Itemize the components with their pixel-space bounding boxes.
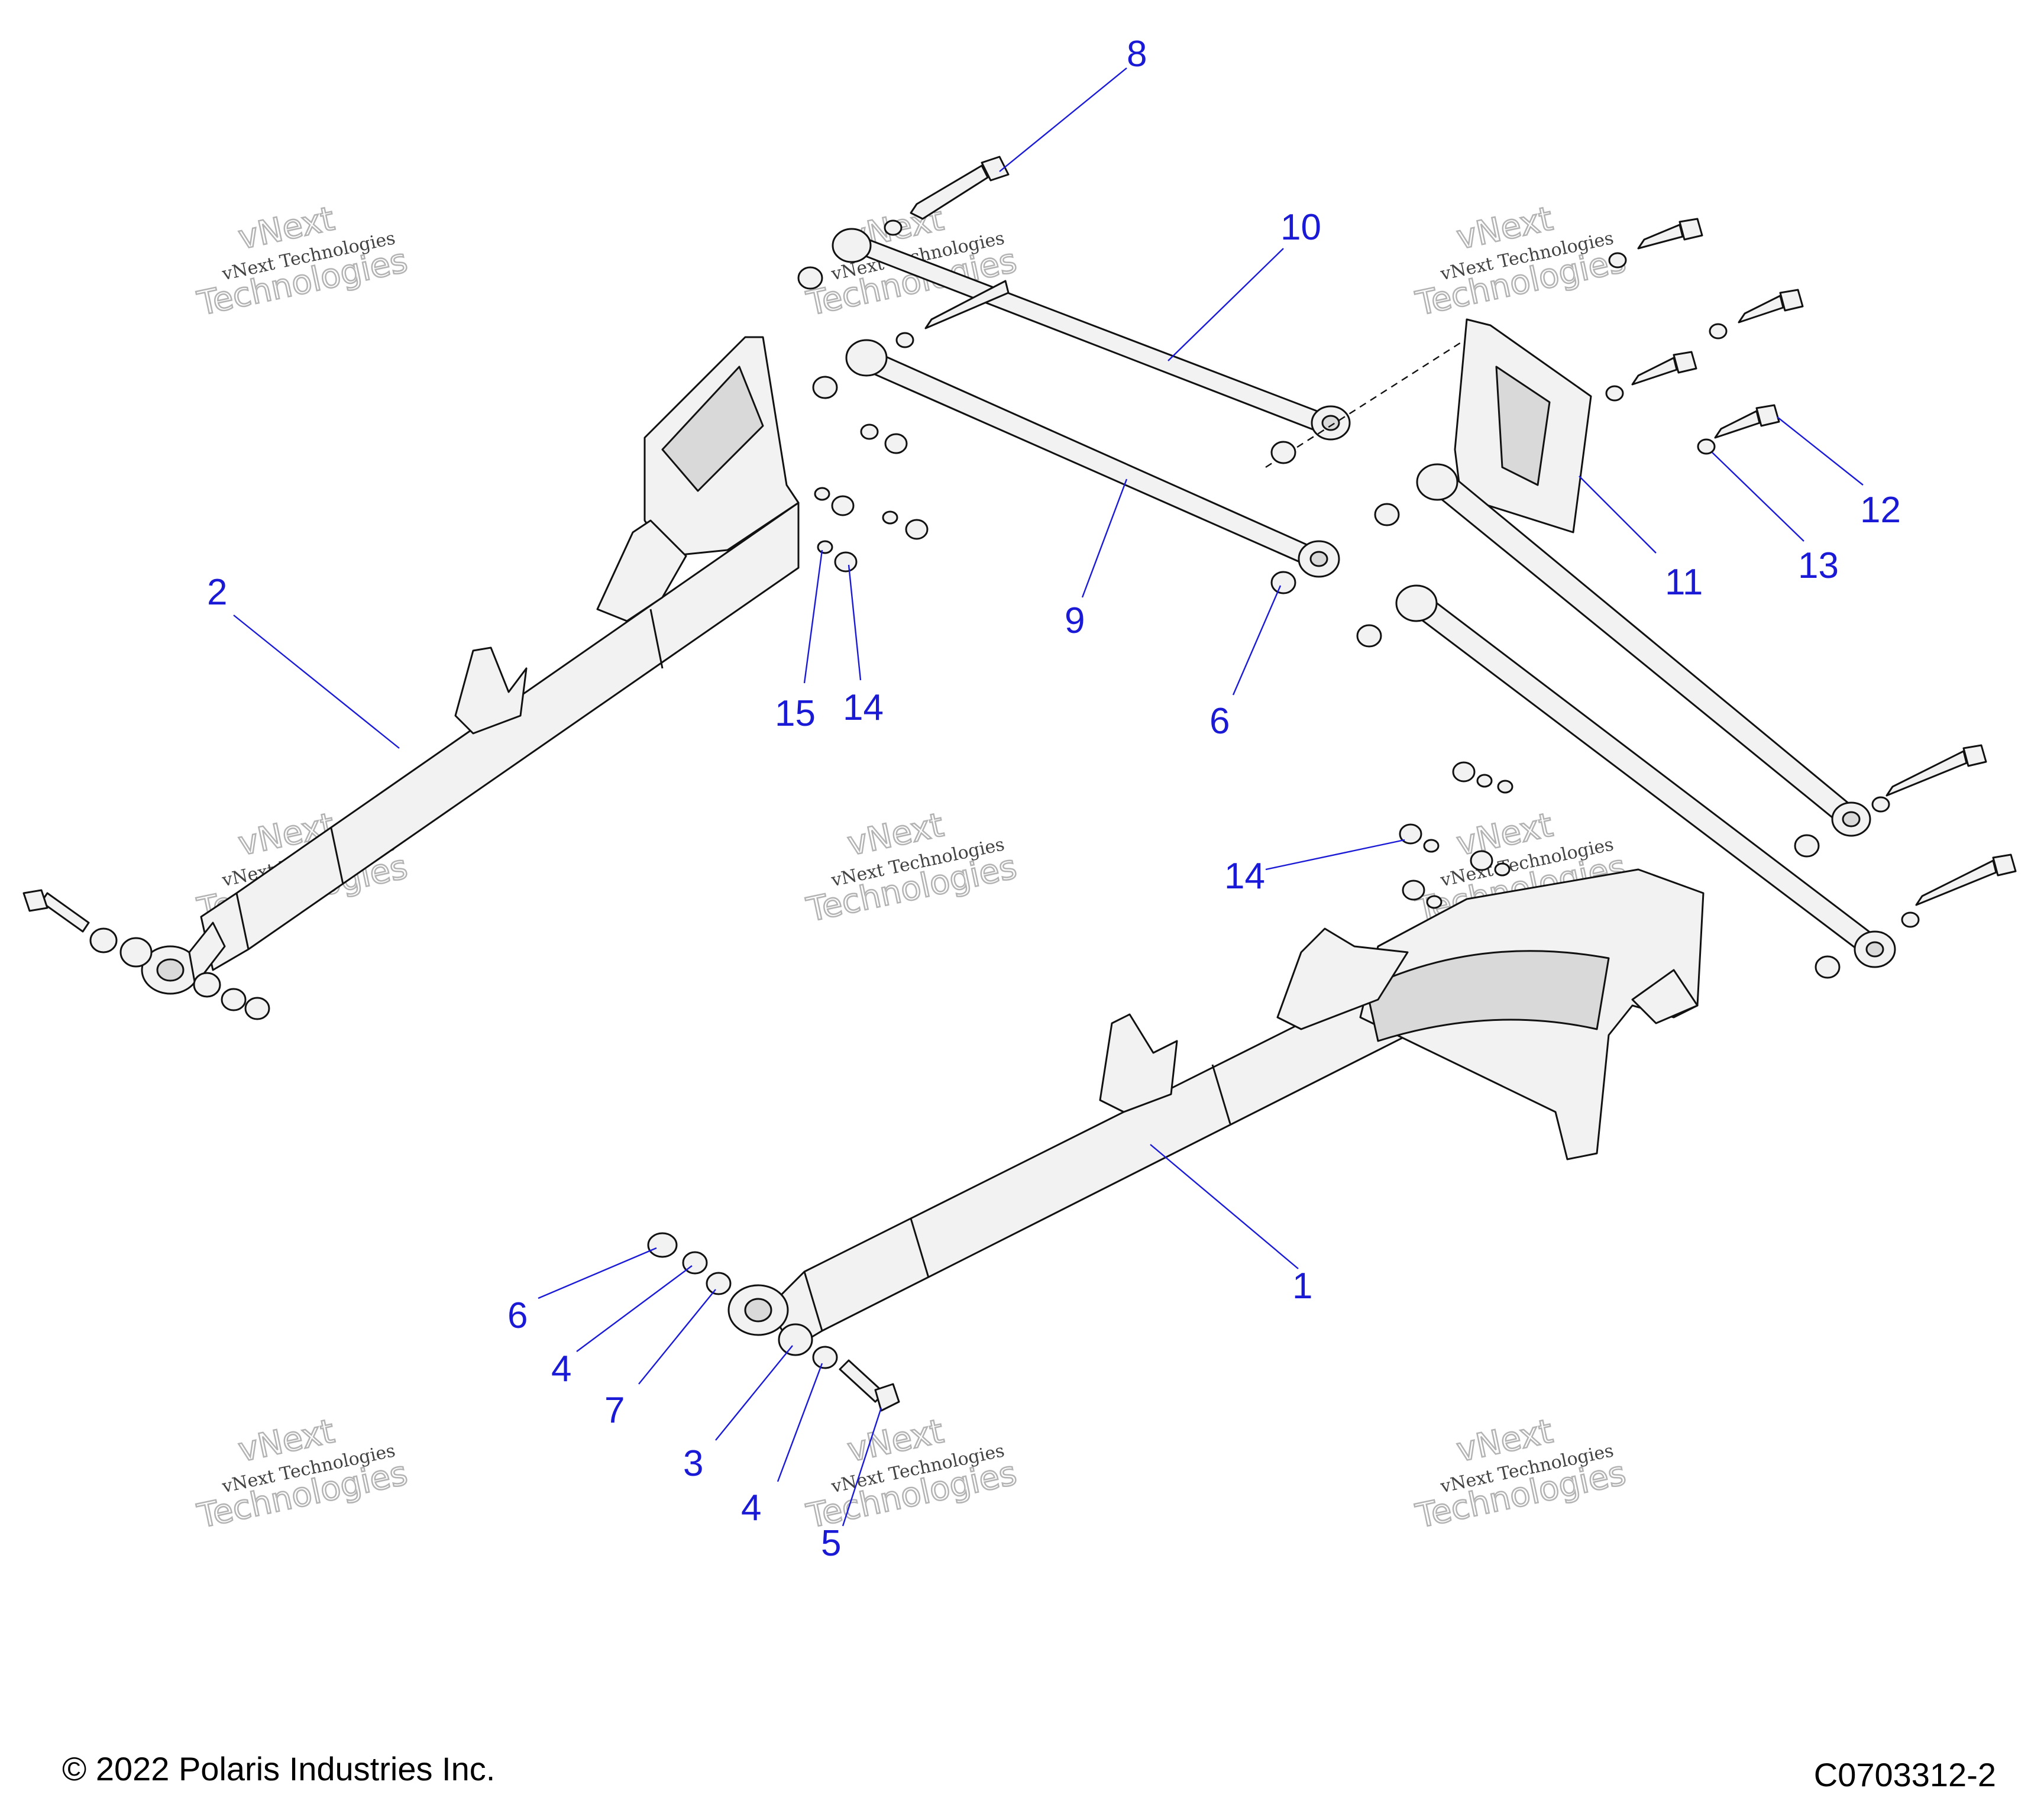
callout-13: 13 [1798,545,1839,586]
leader-lines [233,67,1864,1527]
callout-15: 15 [775,693,816,734]
radius-rod-9 [845,339,1340,578]
lower-link-upper [1416,463,1871,837]
watermark: vNext vNext Technologies Technologies [803,1411,1021,1537]
radius-rod-10 [832,228,1351,441]
callout-9: 9 [1065,600,1085,641]
assembly-line [1265,330,1479,468]
callout-3: 3 [683,1443,703,1484]
bolt-right-2 [1738,289,1804,324]
callout-4: 4 [741,1488,761,1528]
trailing-arm-right [727,868,1705,1350]
bolt-lower-1 [1885,744,1987,797]
callout-6: 6 [507,1295,528,1336]
bolt-right-1 [1637,218,1703,250]
callout-7: 7 [604,1390,625,1431]
bolt-5 [839,1359,900,1412]
callout-14: 14 [1224,856,1265,897]
bolt-8 [910,156,1010,220]
callout-8: 8 [1127,34,1147,75]
watermark: vNext vNext Technologies Technologies [193,1411,412,1537]
bolt-upper-link [924,280,1010,329]
callout-1: 1 [1292,1266,1312,1307]
trailing-arm-left [141,336,800,995]
callout-5: 5 [821,1523,841,1564]
callout-2: 2 [207,572,227,613]
callout-labels: 8 10 2 9 11 12 13 15 14 6 14 1 6 4 7 3 4… [207,34,1901,1564]
diagram-code: C0703312-2 [1814,1756,1996,1793]
watermark: vNext vNext Technologies Technologies [803,805,1021,930]
watermark: vNext vNext Technologies Technologies [193,199,412,324]
bolt-12 [1714,404,1780,439]
callout-14: 14 [843,687,884,728]
copyright-text: © 2022 Polaris Industries Inc. [62,1750,495,1787]
callout-6: 6 [1209,701,1230,742]
mount-plate-11 [1454,318,1592,534]
hardware-group [89,219,1920,1369]
callout-10: 10 [1280,207,1321,248]
lower-link-lower [1395,584,1896,968]
watermark: vNext vNext Technologies Technologies [1412,1411,1630,1537]
callout-4: 4 [551,1349,571,1389]
bolt-right-3 [1631,351,1697,386]
callout-11: 11 [1665,562,1703,603]
watermark: vNext vNext Technologies Technologies [1412,199,1630,324]
callout-12: 12 [1860,490,1901,531]
bolt-left-front [22,889,90,933]
bolt-lower-2 [1915,853,2017,906]
